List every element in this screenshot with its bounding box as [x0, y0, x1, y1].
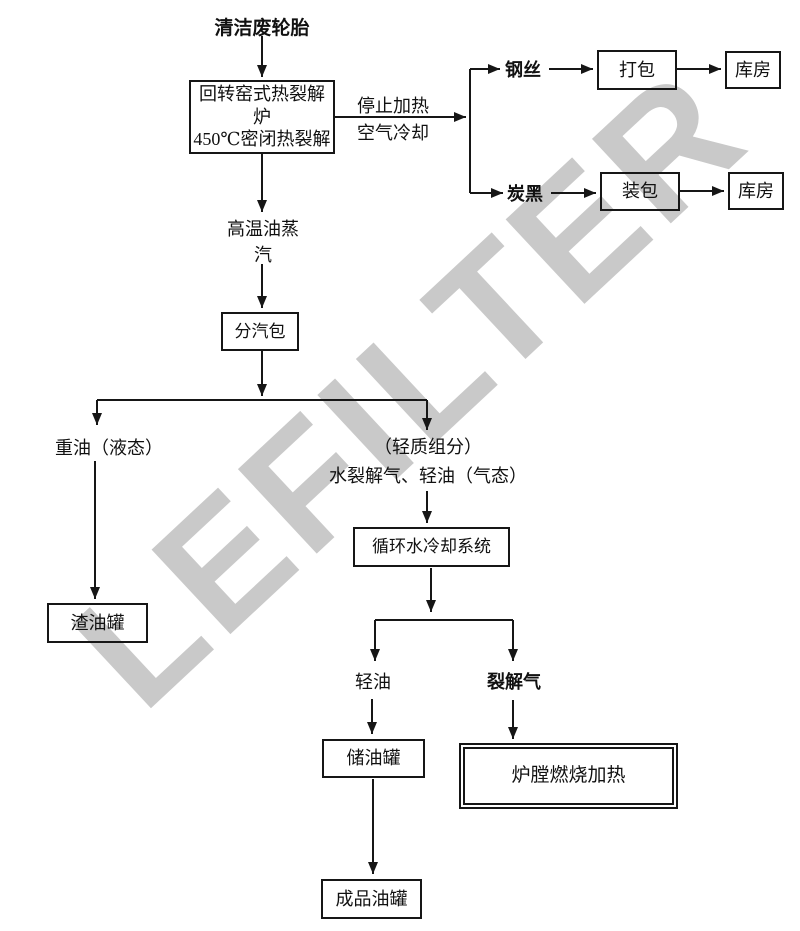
steel-wire-label: 钢丝	[505, 60, 541, 80]
node-baling: 打包	[597, 50, 677, 90]
light-fraction-detail-label: 水裂解气、轻油（气态）	[329, 466, 527, 486]
source-material-label: 清洁废轮胎	[214, 18, 310, 39]
node-warehouse-bottom: 库房	[728, 172, 784, 210]
furnace-label-line1: 回转窑式热裂解炉	[199, 84, 325, 127]
carbon-black-label: 炭黑	[507, 184, 543, 204]
node-furnace-heating: 炉膛燃烧加热	[459, 743, 678, 809]
node-cooling-system: 循环水冷却系统	[353, 527, 510, 567]
furnace-label-line2: 450℃密闭热裂解	[193, 129, 331, 150]
node-rotary-kiln-furnace: 回转窑式热裂解炉 450℃密闭热裂解	[189, 80, 335, 154]
light-fraction-label: （轻质组分）	[374, 437, 482, 457]
node-steam-drum: 分汽包	[221, 312, 299, 351]
pyrolysis-gas-label: 裂解气	[487, 672, 541, 692]
node-warehouse-top: 库房	[725, 51, 781, 89]
air-cooling-label: 空气冷却	[357, 123, 429, 143]
light-oil-label: 轻油	[355, 672, 391, 692]
furnace-heating-label: 炉膛燃烧加热	[463, 747, 674, 805]
node-oil-storage-tank: 储油罐	[322, 739, 425, 778]
node-residue-oil-tank: 渣油罐	[47, 603, 148, 643]
node-product-oil-tank: 成品油罐	[321, 879, 422, 919]
node-bagging: 装包	[600, 172, 680, 211]
heavy-oil-label: 重油（液态）	[55, 438, 163, 458]
hot-oil-vapor-label: 高温油蒸汽	[227, 219, 299, 265]
stop-heating-label: 停止加热	[357, 96, 429, 116]
